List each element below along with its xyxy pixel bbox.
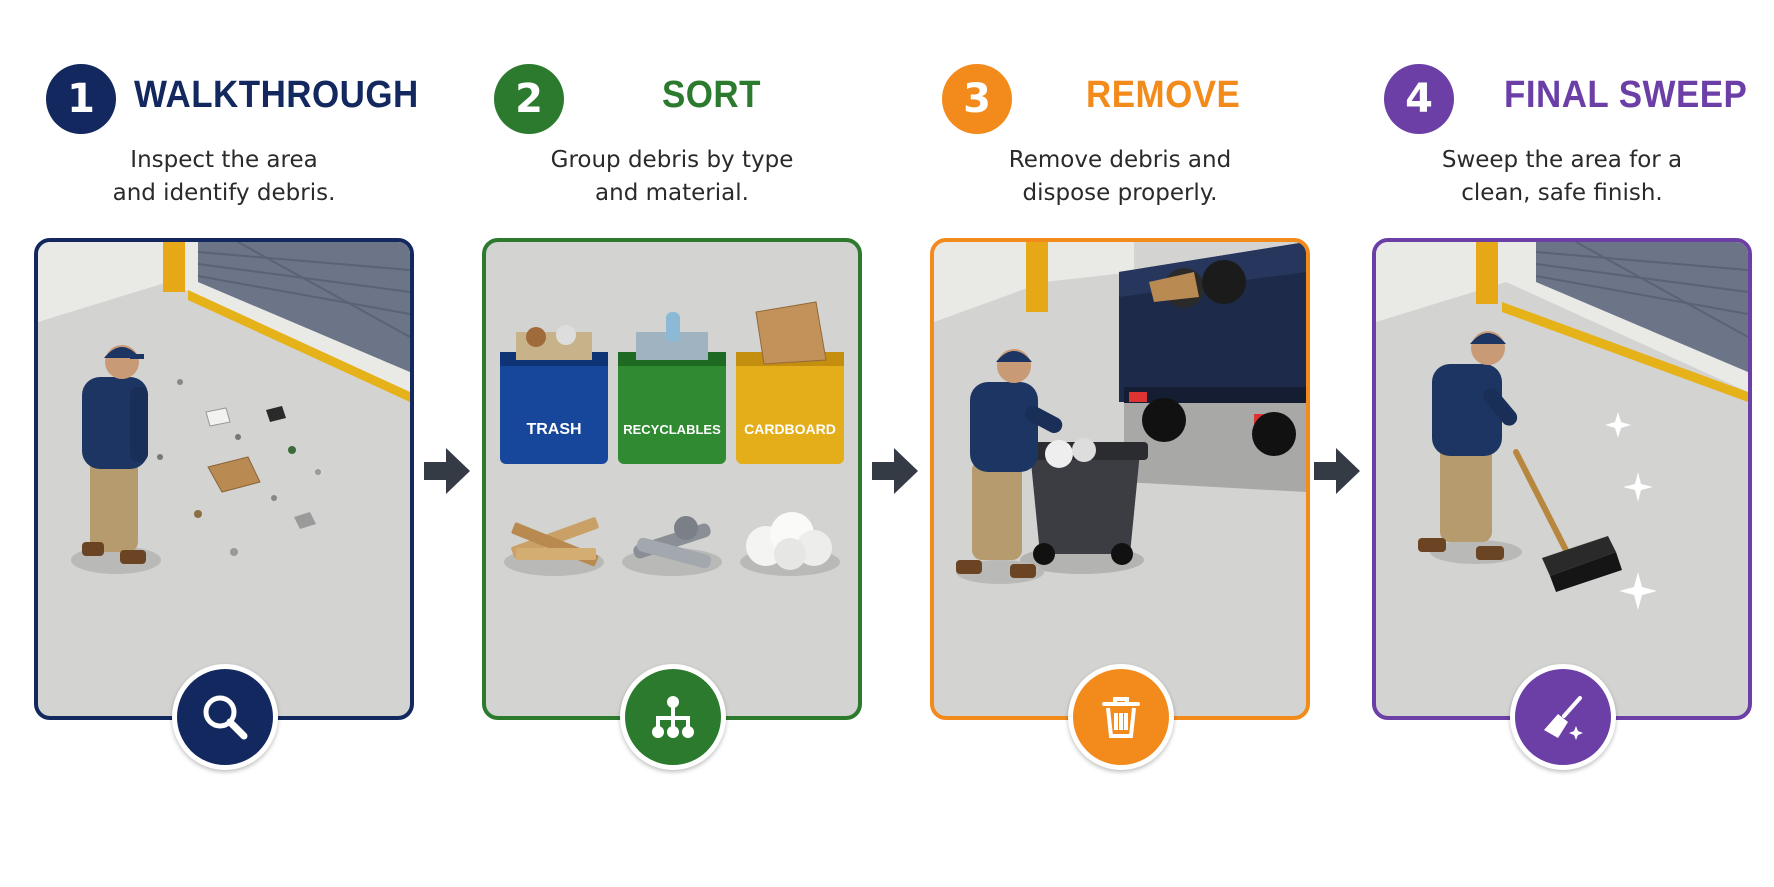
plastic-pile <box>740 512 840 576</box>
broom-icon <box>1510 664 1616 770</box>
step-description: Inspect the area and identify debris. <box>112 147 336 206</box>
broom <box>1513 449 1622 592</box>
trash-bin <box>500 325 608 464</box>
step-title: FINAL SWEEP <box>1504 74 1748 116</box>
step-final-sweep: 4 FINAL SWEEP Sweep the area for a clean… <box>1372 0 1752 887</box>
worker-figure <box>956 349 1063 584</box>
step-header: 2 SORT <box>482 64 862 136</box>
magnifier-icon <box>172 664 278 770</box>
step-description: Remove debris and dispose properly. <box>1008 147 1232 206</box>
step-description: Group debris by type and material. <box>550 147 794 206</box>
worker-figure <box>71 345 161 574</box>
step-number-badge: 4 <box>1384 64 1454 134</box>
final-sweep-illustration <box>1372 238 1752 720</box>
step-sort: 2 SORT Group debris by type and material… <box>482 0 862 887</box>
step-title: SORT <box>662 74 761 116</box>
step-number-badge: 3 <box>942 64 1012 134</box>
step-title: REMOVE <box>1086 74 1241 116</box>
hierarchy-icon <box>620 664 726 770</box>
arrow-right-icon <box>868 444 922 498</box>
step-header: 3 REMOVE <box>930 64 1310 136</box>
step-header: 1 WALKTHROUGH <box>34 64 418 136</box>
bin-label: CARDBOARD <box>744 421 836 437</box>
bin-label: TRASH <box>526 421 581 438</box>
metal-pile <box>622 516 722 576</box>
cardboard-bin <box>736 301 844 464</box>
sparkle-icon <box>1605 412 1657 610</box>
wood-pile <box>504 517 604 576</box>
walkthrough-illustration <box>34 238 414 720</box>
arrow-right-icon <box>420 444 474 498</box>
step-remove: 3 REMOVE Remove debris and dispose prope… <box>930 0 1310 887</box>
step-description: Sweep the area for a clean, safe finish. <box>1441 147 1683 206</box>
recyclables-bin <box>618 312 726 464</box>
trash-can-icon <box>1068 664 1174 770</box>
wheeled-trash-bin <box>1020 438 1148 574</box>
remove-illustration <box>930 238 1310 720</box>
sort-illustration: TRASH RECYCLABLES CARDBOARD <box>482 238 862 720</box>
step-header: 4 FINAL SWEEP <box>1372 64 1752 136</box>
bin-label: RECYCLABLES <box>623 422 721 437</box>
step-number-badge: 2 <box>494 64 564 134</box>
step-number-badge: 1 <box>46 64 116 134</box>
step-title: WALKTHROUGH <box>134 74 419 116</box>
step-walkthrough: 1 WALKTHROUGH Inspect the area and ident… <box>34 0 418 887</box>
arrow-right-icon <box>1310 444 1364 498</box>
dump-truck <box>1119 242 1306 492</box>
worker-figure <box>1418 331 1522 564</box>
